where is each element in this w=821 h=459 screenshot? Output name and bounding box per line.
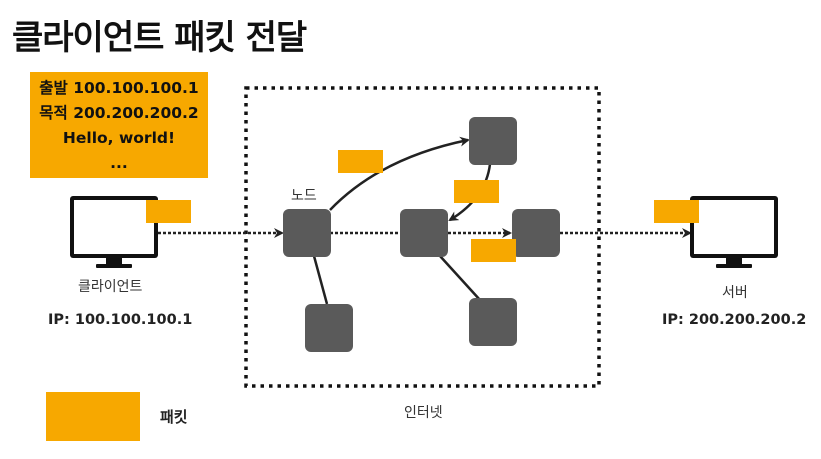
client-label: 클라이언트 xyxy=(78,279,143,295)
page-title: 클라이언트 패킷 전달 xyxy=(12,18,307,58)
network-node xyxy=(400,209,448,257)
network-node xyxy=(469,298,517,346)
server-ip: IP: 200.200.200.2 xyxy=(662,312,807,328)
link-node3-node6 xyxy=(439,255,481,301)
node-label: 노드 xyxy=(291,188,317,204)
server-monitor-icon xyxy=(690,196,778,268)
packet-source: 출발 100.100.100.1 xyxy=(39,79,199,97)
internet-label: 인터넷 xyxy=(404,405,443,421)
client-monitor-icon xyxy=(70,196,158,268)
packet xyxy=(146,200,191,223)
internet-boundary xyxy=(244,86,601,388)
packet xyxy=(338,150,383,173)
packet xyxy=(454,180,499,203)
packet-info-box: 출발 100.100.100.1 목적 200.200.200.2 Hello,… xyxy=(30,72,208,178)
packet xyxy=(471,239,516,262)
packet-destination: 목적 200.200.200.2 xyxy=(39,104,199,122)
link-node1-node5 xyxy=(312,255,329,305)
packet-ellipsis: ... xyxy=(110,154,128,172)
server-label: 서버 xyxy=(722,285,748,301)
network-node xyxy=(512,209,560,257)
packet-payload: Hello, world! xyxy=(62,129,176,147)
packet xyxy=(654,200,699,223)
network-node xyxy=(469,117,517,165)
legend-packet-label: 패킷 xyxy=(160,408,188,426)
link-node1-node2 xyxy=(329,136,470,211)
network-node xyxy=(305,304,353,352)
client-ip: IP: 100.100.100.1 xyxy=(48,312,193,328)
legend-packet-swatch xyxy=(46,392,140,441)
network-node xyxy=(283,209,331,257)
